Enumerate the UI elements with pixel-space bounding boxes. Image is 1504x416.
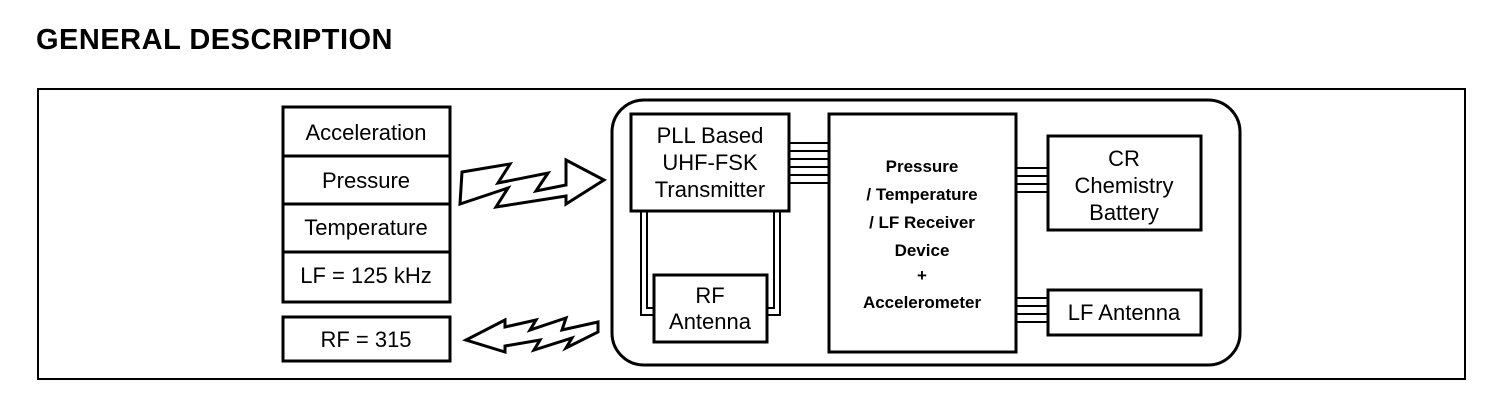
rf-output-label: RF = 315	[320, 327, 411, 352]
rf-output-border	[281, 315, 452, 363]
sensor-lf-frequency: LF = 125 kHz	[300, 263, 431, 288]
device-border	[827, 112, 1018, 354]
sensor-stack: Acceleration Pressure Temperature LF = 1…	[281, 105, 452, 304]
transmitter-device-bus	[789, 142, 829, 184]
device-line-6: Accelerometer	[863, 293, 982, 312]
device-battery-bus	[1016, 167, 1048, 193]
battery-border	[1046, 134, 1203, 232]
lf-antenna-border	[1046, 288, 1203, 337]
device-line-2: / Temperature	[866, 185, 977, 204]
lf-antenna-label: LF Antenna	[1068, 300, 1181, 325]
outer-frame	[37, 88, 1466, 380]
battery-line-2: Chemistry	[1074, 173, 1173, 198]
lf-antenna-block: LF Antenna	[1046, 288, 1203, 337]
wireless-output-arrow-icon	[462, 315, 600, 355]
device-line-4: Device	[895, 241, 950, 260]
device-lf-antenna-bus	[1016, 297, 1048, 323]
device-block: Pressure / Temperature / LF Receiver Dev…	[827, 112, 1018, 354]
battery-line-1: CR	[1108, 146, 1140, 171]
transmitter-block: PLL Based UHF-FSK Transmitter	[629, 112, 791, 213]
rf-antenna-border	[652, 273, 769, 344]
device-line-1: Pressure	[886, 157, 959, 176]
rf-antenna-line-1: RF	[695, 283, 724, 308]
sensor-temperature: Temperature	[304, 215, 428, 240]
transmitter-line-2: UHF-FSK	[662, 150, 758, 175]
device-line-3: / LF Receiver	[869, 213, 975, 232]
antenna-feed-lines	[640, 211, 781, 316]
page-title: GENERAL DESCRIPTION	[36, 24, 394, 56]
sensor-pressure: Pressure	[322, 168, 410, 193]
wireless-input-arrow-icon	[458, 157, 607, 209]
sensor-acceleration: Acceleration	[305, 120, 426, 145]
transmitter-line-3: Transmitter	[655, 177, 765, 202]
sensor-module-container	[610, 98, 1242, 367]
transmitter-border	[629, 112, 791, 213]
device-line-5: +	[917, 266, 927, 285]
battery-block: CR Chemistry Battery	[1046, 134, 1203, 232]
rf-antenna-line-2: Antenna	[669, 309, 752, 334]
rf-output-box: RF = 315	[281, 315, 452, 363]
rf-antenna-block: RF Antenna	[652, 273, 769, 344]
battery-line-3: Battery	[1089, 200, 1159, 225]
transmitter-line-1: PLL Based	[657, 123, 764, 148]
